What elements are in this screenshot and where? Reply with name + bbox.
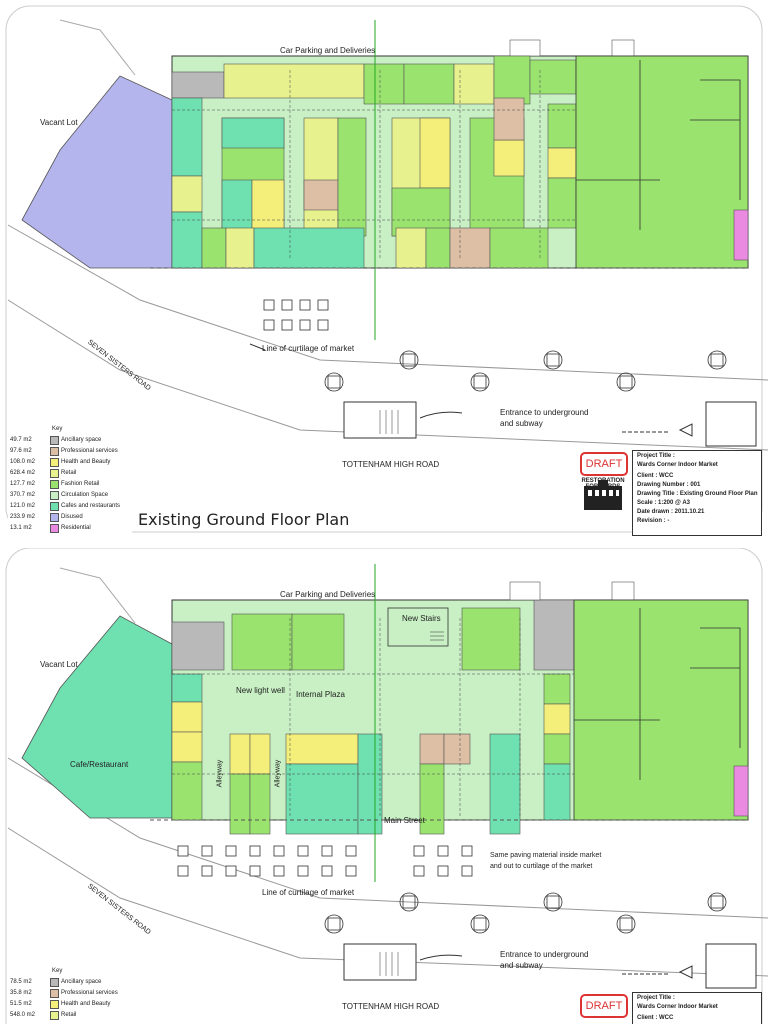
cafe-area bbox=[21, 615, 173, 819]
cafe-restaurant-label: Cafe/Restaurant bbox=[70, 760, 129, 769]
car-parking-label: Car Parking and Deliveries bbox=[280, 46, 376, 55]
key-swatch bbox=[50, 469, 59, 478]
new-stairs-label: New Stairs bbox=[402, 614, 441, 623]
key-swatch bbox=[50, 513, 59, 522]
proposed-plan-drawing bbox=[5, 548, 768, 1024]
key-swatch bbox=[50, 989, 59, 998]
disused-area bbox=[21, 75, 173, 269]
proposed-plan-sheet: Car Parking and Deliveries Vacant Lot Ca… bbox=[0, 548, 768, 1024]
key-swatch bbox=[50, 436, 59, 445]
restoration-forwards-logo: RESTORATION FORWARDS bbox=[580, 478, 626, 510]
alleyway-label: Alleyway bbox=[216, 759, 224, 788]
building-logo-icon bbox=[584, 480, 622, 510]
key-title: Key bbox=[52, 426, 63, 432]
title-block: Project Title : Wards Corner Indoor Mark… bbox=[632, 992, 762, 1024]
title-block: Project Title : Wards Corner Indoor Mark… bbox=[632, 450, 762, 536]
tottenham-high-road-label: TOTTENHAM HIGH ROAD bbox=[342, 460, 440, 469]
new-light-well-label: New light well bbox=[236, 686, 285, 695]
key-swatch bbox=[50, 502, 59, 511]
existing-plan-drawing bbox=[5, 5, 768, 533]
draft-stamp: DRAFT bbox=[580, 994, 628, 1018]
key-swatch bbox=[50, 447, 59, 456]
key-swatch bbox=[50, 491, 59, 500]
curtilage-label: Line of curtilage of market bbox=[262, 344, 355, 353]
curtilage-label: Line of curtilage of market bbox=[262, 888, 355, 897]
tottenham-high-road-label: TOTTENHAM HIGH ROAD bbox=[342, 1002, 440, 1011]
vacant-lot-label: Vacant Lot bbox=[40, 660, 78, 669]
paving-note-2: and out to curtilage of the market bbox=[490, 863, 593, 870]
entrance-label-1: Entrance to underground bbox=[500, 950, 589, 959]
key-swatch bbox=[50, 480, 59, 489]
drawing-title: Existing Ground Floor Plan bbox=[138, 510, 350, 529]
entrance-label-1: Entrance to underground bbox=[500, 408, 589, 417]
main-street-label: Main Street bbox=[384, 816, 425, 825]
existing-plan-sheet: Car Parking and Deliveries Vacant Lot Li… bbox=[5, 5, 768, 536]
key-swatch bbox=[50, 1000, 59, 1009]
key-swatch bbox=[50, 1011, 59, 1020]
key-swatch bbox=[50, 524, 59, 533]
entrance-label-2: and subway bbox=[500, 961, 543, 970]
key-swatch bbox=[50, 978, 59, 987]
vacant-lot-label: Vacant Lot bbox=[40, 118, 78, 127]
paving-note-1: Same paving material inside market bbox=[490, 852, 602, 859]
internal-plaza-label: Internal Plaza bbox=[296, 690, 345, 699]
key-title: Key bbox=[52, 968, 63, 974]
entrance-label-2: and subway bbox=[500, 419, 543, 428]
key-swatch bbox=[50, 458, 59, 467]
car-parking-label: Car Parking and Deliveries bbox=[280, 590, 376, 599]
draft-stamp: DRAFT bbox=[580, 452, 628, 476]
alleyway-label: Alleyway bbox=[274, 759, 282, 788]
